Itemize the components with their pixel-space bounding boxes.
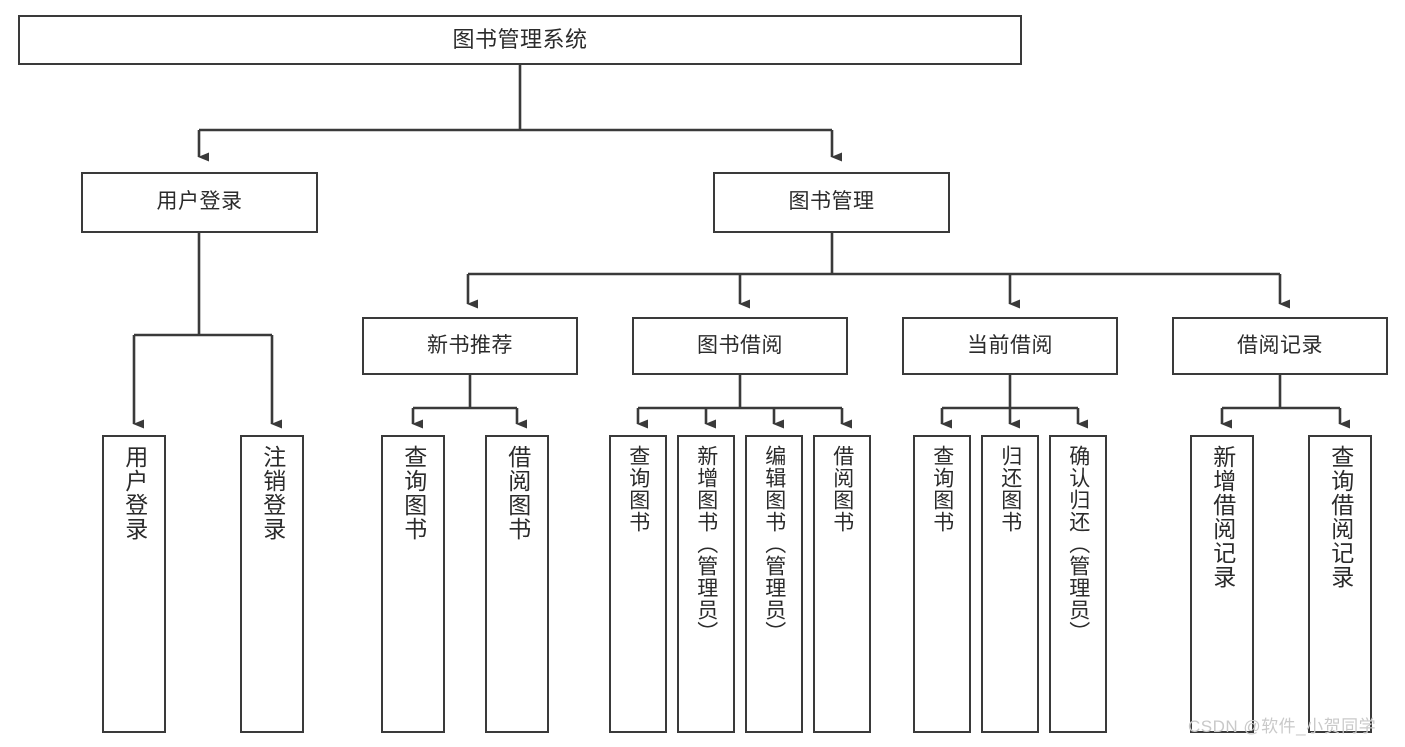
leaf-add-borrow-record[interactable]: 新增借阅记录 xyxy=(1190,435,1254,733)
leaf-borrow-book-recommend[interactable]: 借阅图书 xyxy=(485,435,549,733)
node-label: 查询图书 xyxy=(930,445,954,533)
leaf-edit-book-admin[interactable]: 编辑图书（管理员） xyxy=(745,435,803,733)
node-label: 借阅图书 xyxy=(830,445,854,533)
node-book-management[interactable]: 图书管理 xyxy=(713,172,950,233)
node-label: 确认归还（管理员） xyxy=(1066,445,1090,643)
node-label: 借阅记录 xyxy=(1237,333,1323,357)
node-label: 图书管理系统 xyxy=(452,27,588,53)
node-label: 图书管理 xyxy=(788,190,875,214)
leaf-user-login[interactable]: 用户登录 xyxy=(102,435,166,733)
node-label: 查询借阅记录 xyxy=(1327,445,1354,589)
node-label: 归还图书 xyxy=(998,445,1022,533)
node-user-login[interactable]: 用户登录 xyxy=(81,172,318,233)
node-label: 新增图书（管理员） xyxy=(694,445,718,643)
leaf-query-book-recommend[interactable]: 查询图书 xyxy=(381,435,445,733)
node-book-borrow[interactable]: 图书借阅 xyxy=(632,317,848,375)
leaf-confirm-return-admin[interactable]: 确认归还（管理员） xyxy=(1049,435,1107,733)
node-label: 用户登录 xyxy=(121,445,148,541)
leaf-logout-login[interactable]: 注销登录 xyxy=(240,435,304,733)
node-label: 新增借阅记录 xyxy=(1209,445,1236,589)
node-current-borrow[interactable]: 当前借阅 xyxy=(902,317,1118,375)
node-label: 注销登录 xyxy=(259,445,286,541)
leaf-return-book[interactable]: 归还图书 xyxy=(981,435,1039,733)
node-new-book-recommend[interactable]: 新书推荐 xyxy=(362,317,578,375)
node-label: 图书借阅 xyxy=(697,333,783,357)
node-borrow-record[interactable]: 借阅记录 xyxy=(1172,317,1388,375)
node-label: 查询图书 xyxy=(626,445,650,533)
node-label: 新书推荐 xyxy=(427,333,513,357)
leaf-query-book-current[interactable]: 查询图书 xyxy=(913,435,971,733)
node-root-book-management-system[interactable]: 图书管理系统 xyxy=(18,15,1022,65)
leaf-query-book-borrow[interactable]: 查询图书 xyxy=(609,435,667,733)
csdn-watermark: CSDN @软件_小贺同学 xyxy=(1188,717,1377,736)
node-label: 当前借阅 xyxy=(967,333,1053,357)
leaf-borrow-book[interactable]: 借阅图书 xyxy=(813,435,871,733)
node-label: 用户登录 xyxy=(156,190,243,214)
leaf-add-book-admin[interactable]: 新增图书（管理员） xyxy=(677,435,735,733)
leaf-query-borrow-record[interactable]: 查询借阅记录 xyxy=(1308,435,1372,733)
node-label: 查询图书 xyxy=(400,445,427,541)
node-label: 借阅图书 xyxy=(504,445,531,541)
node-label: 编辑图书（管理员） xyxy=(762,445,786,643)
